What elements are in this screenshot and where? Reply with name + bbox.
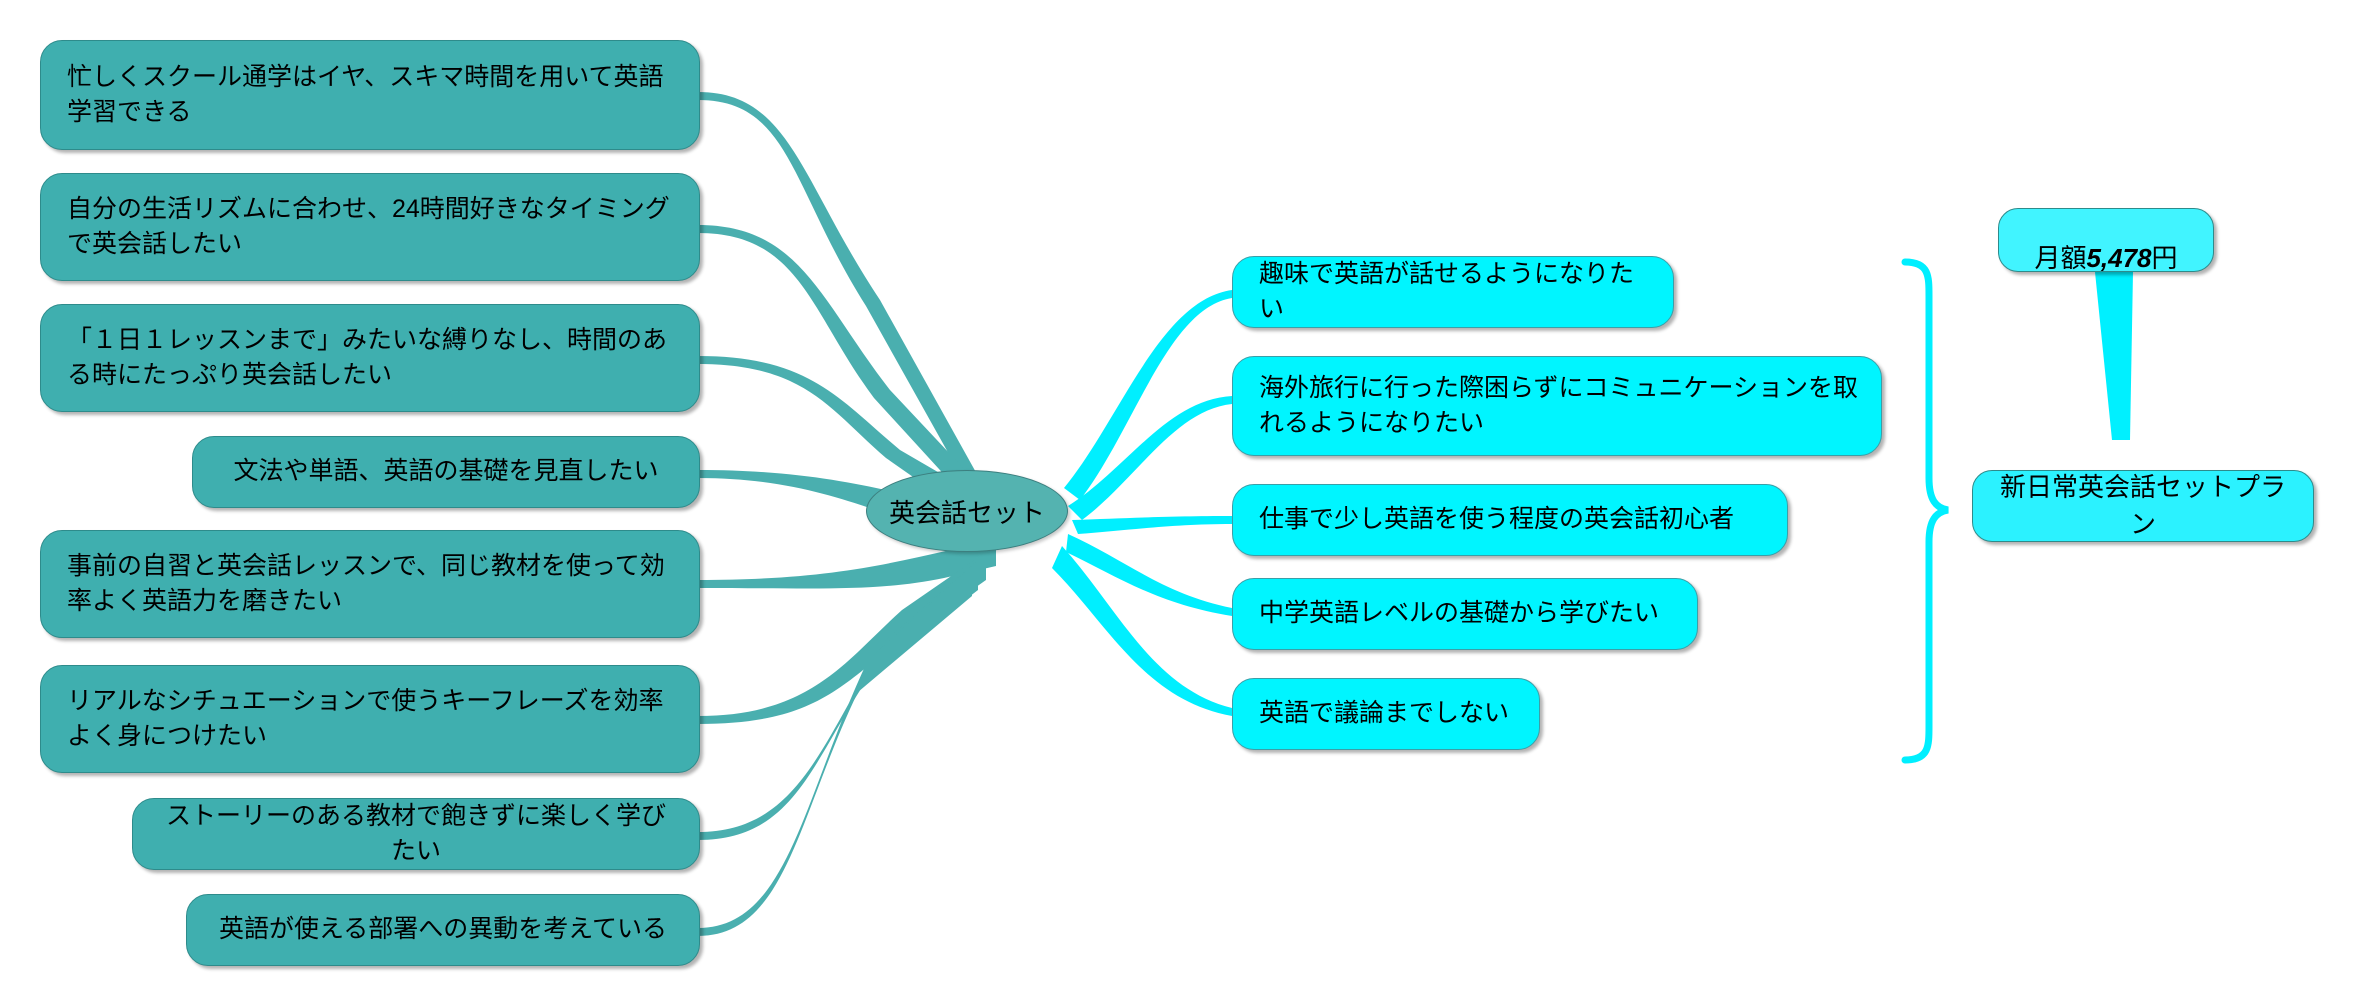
- price-amount: 5,478: [2086, 243, 2152, 273]
- right-leaf-3[interactable]: 仕事で少し英語を使う程度の英会話初心者: [1232, 484, 1788, 556]
- price-label: 月額5,478円: [2017, 203, 2195, 277]
- left-leaf-4-label: 文法や単語、英語の基礎を見直したい: [233, 457, 659, 486]
- group-brace: [1901, 258, 1949, 764]
- left-leaf-6-label: リアルなシチュエーションで使うキーフレーズを効率よく身につけたい: [67, 686, 664, 751]
- right-leaf-3-label: 仕事で少し英語を使う程度の英会話初心者: [1259, 505, 1735, 534]
- right-connectors: [1052, 290, 1232, 716]
- plan-node[interactable]: 新日常英会話セットプラン: [1972, 470, 2314, 542]
- left-leaf-7[interactable]: ストーリーのある教材で飽きずに楽しく学びたい: [132, 798, 700, 870]
- right-leaf-2[interactable]: 海外旅行に行った際困らずにコミュニケーションを取れるようになりたい: [1232, 356, 1882, 456]
- right-leaf-1-label: 趣味で英語が話せるようになりたい: [1259, 259, 1635, 324]
- right-leaf-2-label: 海外旅行に行った際困らずにコミュニケーションを取れるようになりたい: [1259, 373, 1859, 438]
- left-leaf-1[interactable]: 忙しくスクール通学はイヤ、スキマ時間を用いて英語学習できる: [40, 40, 700, 150]
- left-leaf-2-label: 自分の生活リズムに合わせ、24時間好きなタイミングで英会話したい: [67, 194, 670, 259]
- left-leaf-2[interactable]: 自分の生活リズムに合わせ、24時間好きなタイミングで英会話したい: [40, 173, 700, 281]
- left-leaf-5-label: 事前の自習と英会話レッスンで、同じ教材を使って効率よく英語力を磨きたい: [67, 551, 665, 616]
- right-leaf-1[interactable]: 趣味で英語が話せるようになりたい: [1232, 256, 1674, 328]
- hub-node[interactable]: 英会話セット: [866, 470, 1068, 552]
- hub-label: 英会話セット: [888, 497, 1045, 528]
- left-leaf-3[interactable]: 「１日１レッスンまで」みたいな縛りなし、時間のある時にたっぷり英会話したい: [40, 304, 700, 412]
- left-leaf-1-label: 忙しくスクール通学はイヤ、スキマ時間を用いて英語学習できる: [67, 62, 664, 127]
- right-leaf-5-label: 英語で議論までしない: [1259, 699, 1510, 728]
- price-prefix: 月額: [2034, 243, 2087, 273]
- left-leaf-7-label: ストーリーのある教材で飽きずに楽しく学びたい: [165, 801, 666, 866]
- price-badge[interactable]: 月額5,478円: [1998, 208, 2214, 273]
- plan-label: 新日常英会話セットプラン: [1999, 472, 2286, 539]
- right-leaf-4-label: 中学英語レベルの基礎から学びたい: [1259, 599, 1660, 628]
- left-leaf-8-label: 英語が使える部署への異動を考えている: [218, 915, 667, 944]
- left-leaf-3-label: 「１日１レッスンまで」みたいな縛りなし、時間のある時にたっぷり英会話したい: [67, 325, 668, 390]
- left-leaf-6[interactable]: リアルなシチュエーションで使うキーフレーズを効率よく身につけたい: [40, 665, 700, 773]
- left-leaf-8[interactable]: 英語が使える部署への異動を考えている: [186, 894, 700, 966]
- right-leaf-5[interactable]: 英語で議論までしない: [1232, 678, 1540, 750]
- price-suffix: 円: [2151, 243, 2178, 273]
- right-leaf-4[interactable]: 中学英語レベルの基礎から学びたい: [1232, 578, 1698, 650]
- price-pointer: [2095, 272, 2133, 440]
- left-leaf-5[interactable]: 事前の自習と英会話レッスンで、同じ教材を使って効率よく英語力を磨きたい: [40, 530, 700, 638]
- left-leaf-4[interactable]: 文法や単語、英語の基礎を見直したい: [192, 436, 700, 508]
